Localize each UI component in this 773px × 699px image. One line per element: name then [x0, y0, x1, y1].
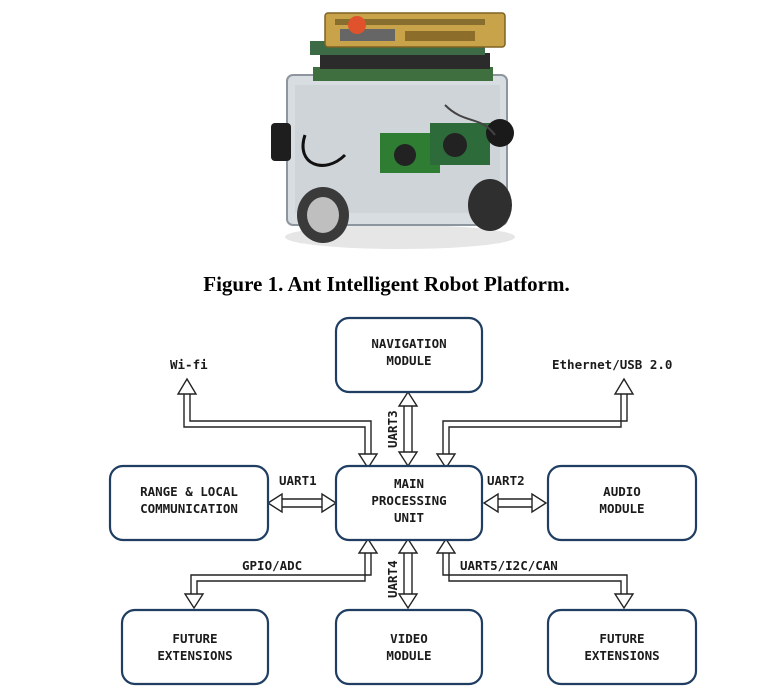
future-left-line-2: EXTENSIONS — [157, 648, 232, 663]
range-line-1: RANGE & LOCAL — [140, 484, 238, 499]
uart5-connector — [442, 553, 628, 594]
main-line-2: PROCESSING — [371, 493, 446, 508]
video-line-1: VIDEO — [390, 631, 428, 646]
figure-caption: Figure 1. Ant Intelligent Robot Platform… — [203, 272, 570, 296]
wifi-arrowhead-down — [357, 453, 379, 470]
navigation-line-1: NAVIGATION — [371, 336, 446, 351]
main-line-3: UNIT — [394, 510, 424, 525]
video-module-box: VIDEO MODULE — [334, 608, 484, 686]
future-right-line-1: FUTURE — [599, 631, 644, 646]
robot-platform-photo — [271, 12, 515, 249]
uart3-label: UART3 — [385, 410, 400, 448]
ethernet-connector — [442, 394, 628, 454]
navigation-line-2: MODULE — [386, 353, 431, 368]
ethernet-arrowhead-up — [613, 377, 635, 395]
future-left-line-1: FUTURE — [172, 631, 217, 646]
wifi-connector — [183, 394, 366, 454]
wifi-label: Wi-fi — [170, 357, 208, 372]
audio-line-1: AUDIO — [603, 484, 641, 499]
ethernet-arrowhead-down — [435, 453, 457, 470]
future-extensions-right-box: FUTURE EXTENSIONS — [546, 608, 698, 686]
range-communication-box: RANGE & LOCAL COMMUNICATION — [108, 464, 270, 542]
uart4-label: UART4 — [385, 560, 400, 598]
future-right-line-2: EXTENSIONS — [584, 648, 659, 663]
uart1-label: UART1 — [279, 473, 317, 488]
uart1-connector — [282, 498, 322, 508]
uart4-connector — [403, 553, 413, 594]
uart2-connector — [498, 498, 532, 508]
uart2-label: UART2 — [487, 473, 525, 488]
main-line-1: MAIN — [394, 476, 424, 491]
audio-line-2: MODULE — [599, 501, 644, 516]
uart3-connector — [403, 406, 413, 452]
gpio-connector — [190, 553, 372, 594]
future-extensions-left-box: FUTURE EXTENSIONS — [120, 608, 270, 686]
ethernet-label: Ethernet/USB 2.0 — [552, 357, 672, 372]
main-processing-unit-box: MAIN PROCESSING UNIT — [334, 464, 484, 542]
uart5-label: UART5/I2C/CAN — [460, 558, 558, 573]
navigation-module-box: NAVIGATION MODULE — [334, 316, 484, 394]
video-line-2: MODULE — [386, 648, 431, 663]
audio-module-box: AUDIO MODULE — [546, 464, 698, 542]
gpio-label: GPIO/ADC — [242, 558, 302, 573]
range-line-2: COMMUNICATION — [140, 501, 238, 516]
wifi-arrowhead-up — [176, 377, 198, 395]
block-diagram: UART1 UART2 UART3 UART4 GPIO/ADC UART5/I… — [108, 316, 698, 686]
